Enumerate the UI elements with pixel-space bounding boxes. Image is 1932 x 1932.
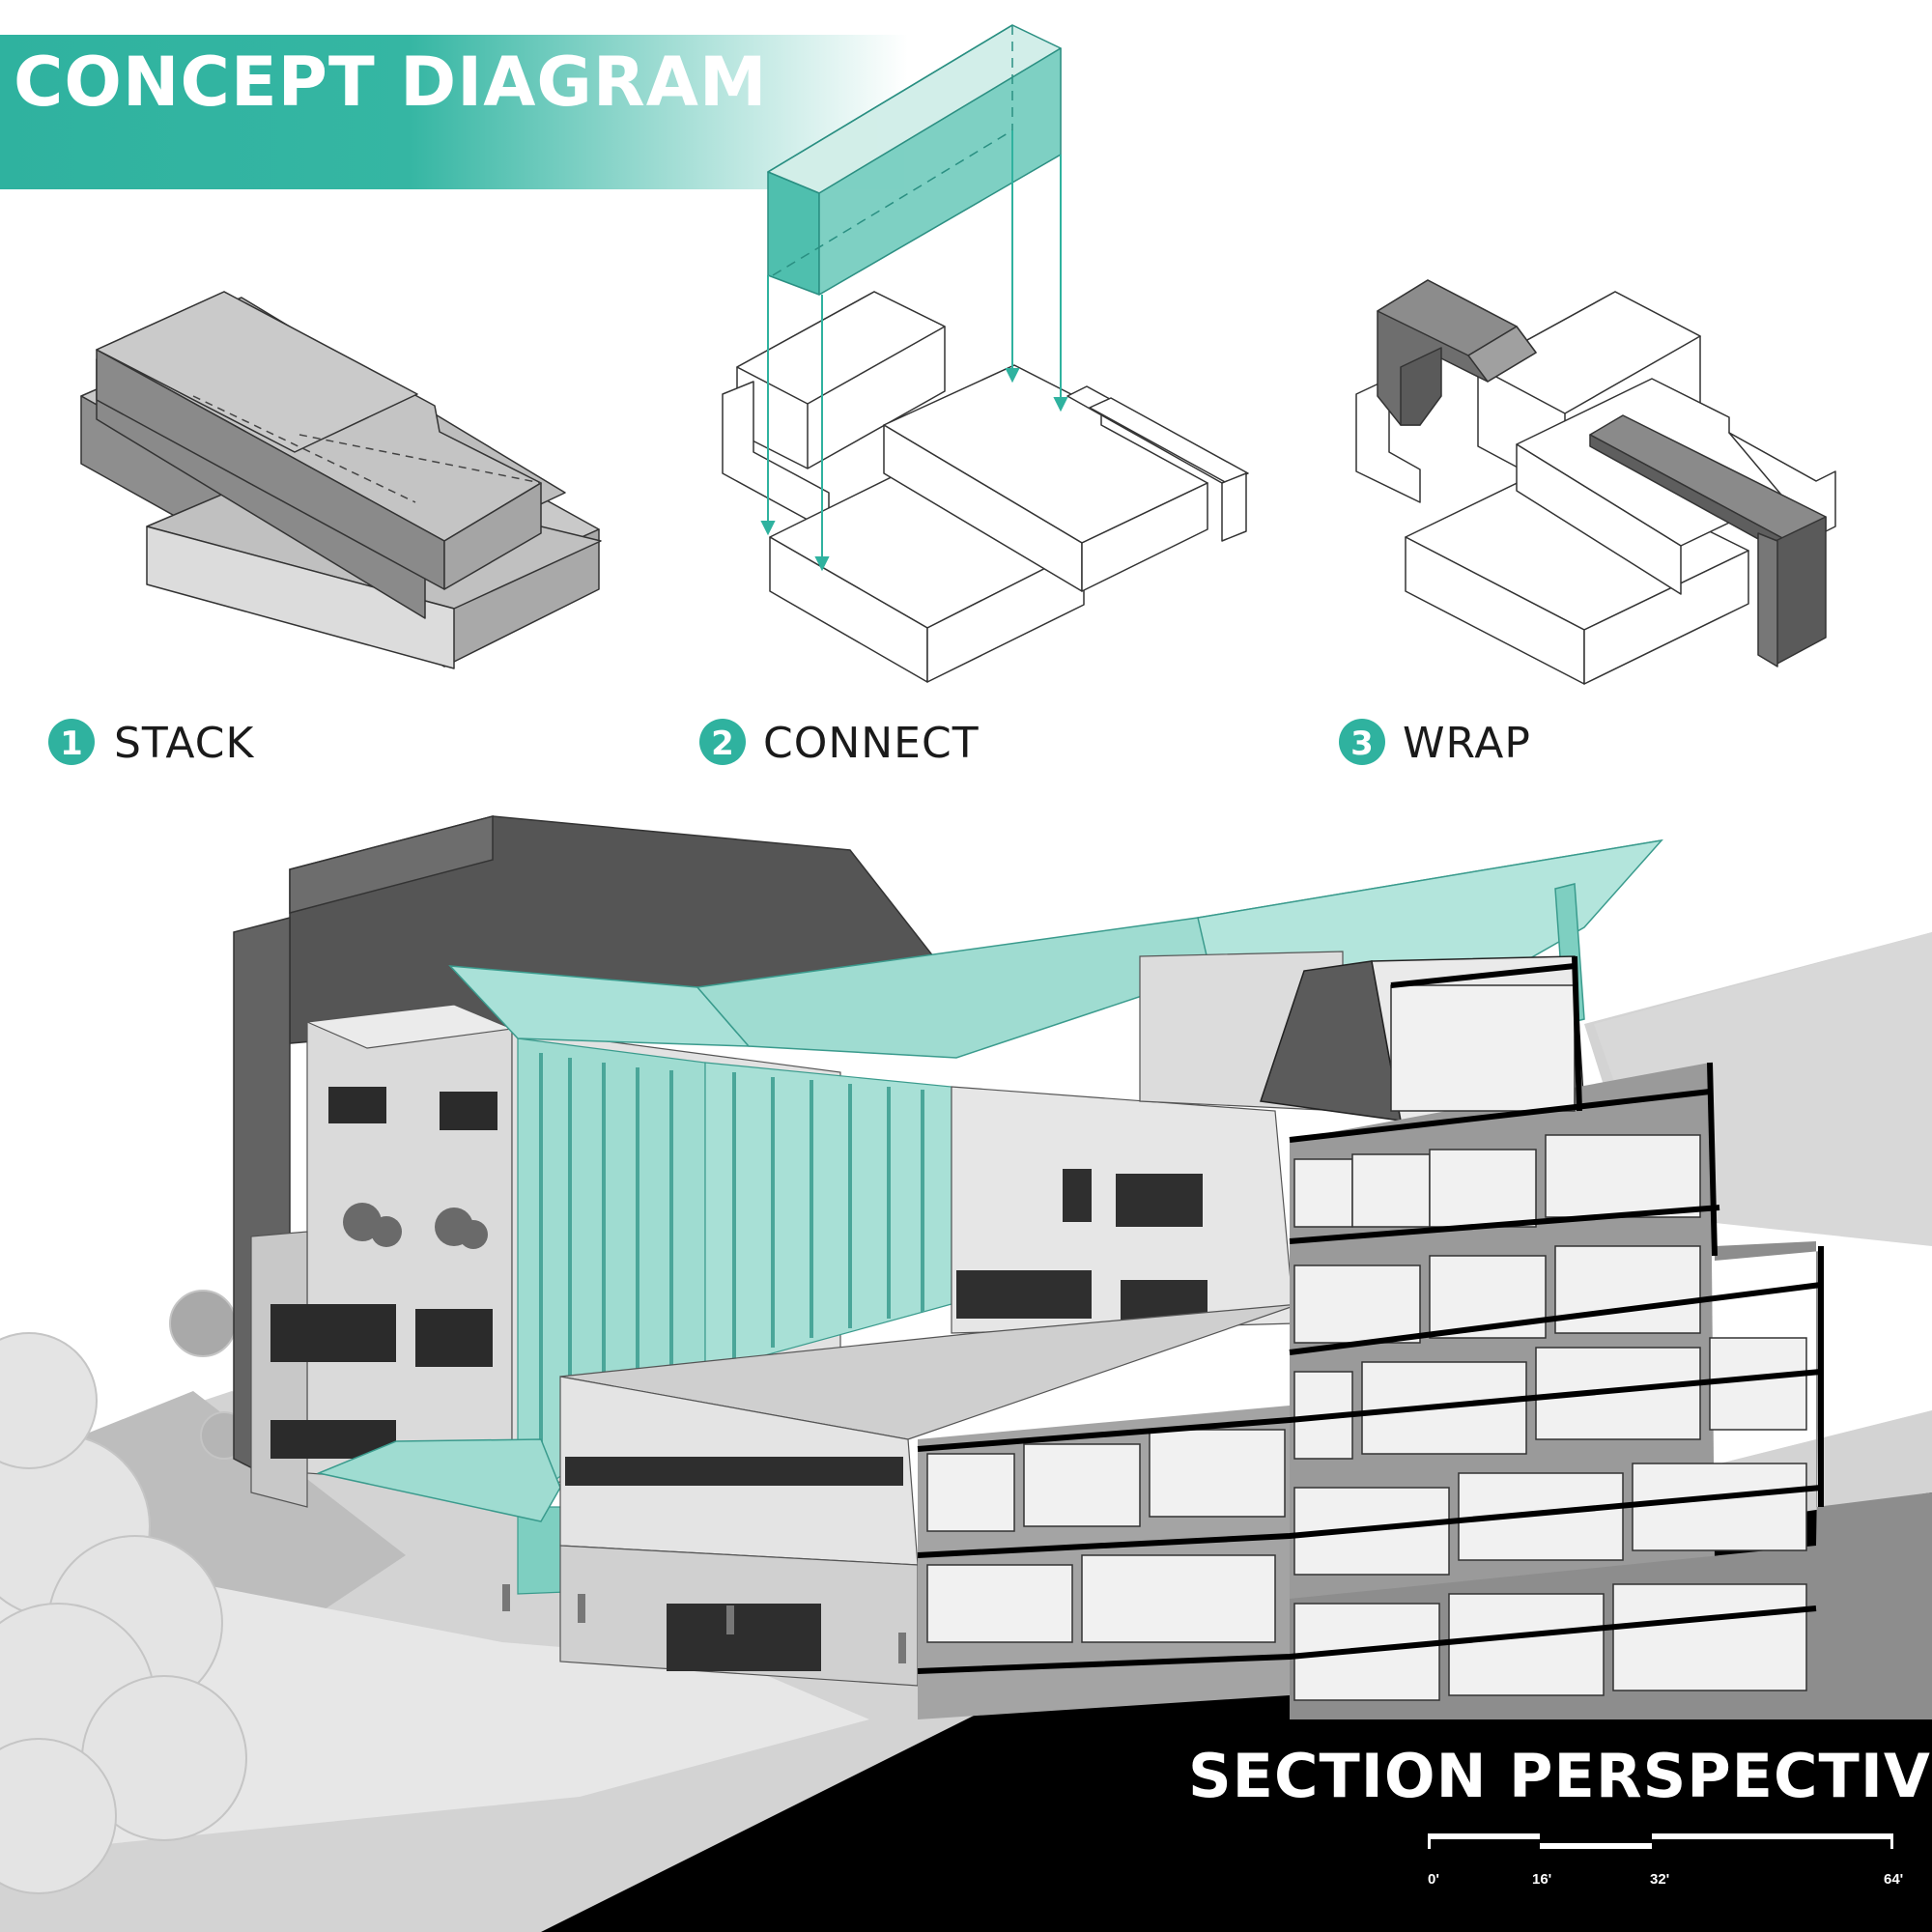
wrap-label: WRAP: [1403, 719, 1531, 768]
stack-diagram: [80, 291, 602, 669]
scale-label-0: 0': [1428, 1871, 1439, 1888]
stack-label: STACK: [114, 719, 254, 768]
teal-entry-canopy: [316, 1438, 561, 1522]
people-figures: [502, 1584, 906, 1663]
wrap-number-badge: 3: [1339, 719, 1385, 765]
page-title: CONCEPT DIAGRAM: [14, 43, 768, 122]
svg-text:3: 3: [1350, 724, 1374, 763]
front-podium-windows: [565, 1457, 903, 1671]
section-title: SECTION PERSPECTIVE: [1188, 1741, 1932, 1811]
wrap-dark-masses: [1377, 279, 1827, 668]
section-ground-cut-lower: [541, 1700, 1005, 1932]
connect-label: CONNECT: [763, 719, 980, 768]
connect-arrows: [760, 130, 1068, 572]
connect-number-badge: 2: [699, 719, 746, 765]
header-banner: [0, 35, 908, 189]
scale-label-32: 32': [1650, 1871, 1669, 1888]
scale-label-64: 64': [1884, 1871, 1903, 1888]
stack-number-badge: 1: [48, 719, 95, 765]
planters: [343, 1203, 488, 1249]
connect-bridge-volume: [767, 24, 1062, 296]
svg-text:2: 2: [711, 724, 734, 763]
section-cut: [917, 955, 1932, 1719]
svg-text:1: 1: [60, 724, 83, 763]
left-wing-windows: [270, 1087, 497, 1459]
site-trees: [0, 1290, 248, 1894]
connect-diagram: [722, 291, 1249, 683]
scale-label-16: 16': [1532, 1871, 1551, 1888]
scale-bar: [1428, 1833, 1893, 1849]
middle-block-windows: [956, 1169, 1208, 1323]
